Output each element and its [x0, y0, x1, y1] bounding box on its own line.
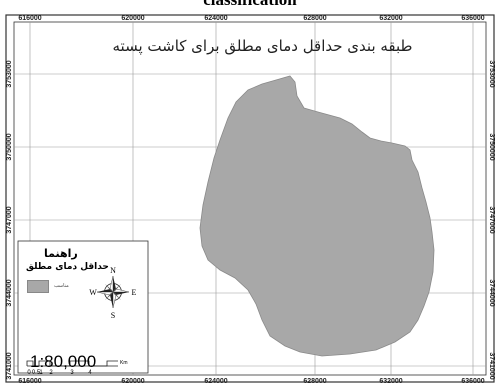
scale-label-3: 3 — [70, 370, 74, 376]
south-label: S — [111, 311, 115, 320]
x-tick-bottom-636000: 636000 — [461, 378, 484, 385]
legend-title: راهنما — [44, 247, 78, 260]
x-tick-top-624000: 624000 — [204, 15, 227, 22]
figure-caption: classification — [0, 0, 500, 8]
x-ticks-top: 616000 620000 624000 628000 632000 636000 — [18, 15, 484, 22]
y-tick-right-3741000: 3741000 — [488, 352, 495, 379]
suitable-region — [199, 75, 435, 357]
map-title: طبقه بندی حداقل دمای مطلق برای کاشت پسته — [112, 37, 413, 55]
x-tick-top-628000: 628000 — [303, 15, 326, 22]
scale-label-2: 2 — [49, 370, 53, 376]
east-label: E — [132, 288, 137, 297]
legend-box — [17, 240, 149, 374]
y-tick-right-3744000: 3744000 — [488, 279, 495, 306]
map-frame-inner — [13, 21, 487, 376]
y-ticks-right: 3753000 3750000 3747000 3744000 3741000 — [488, 60, 495, 379]
x-tick-bottom-632000: 632000 — [379, 378, 402, 385]
scale-unit: Km — [120, 360, 128, 366]
scale-label-1: 1 — [39, 370, 43, 376]
x-tick-bottom-624000: 624000 — [204, 378, 227, 385]
scale-label-0: 0 — [27, 370, 31, 376]
y-tick-left-3744000: 3744000 — [6, 279, 13, 306]
y-ticks-left: 3753000 3750000 3747000 3744000 3741000 — [6, 60, 13, 379]
y-tick-right-3750000: 3750000 — [488, 133, 495, 160]
legend-item: مناسب — [27, 279, 69, 293]
legend-subtitle: حداقل دمای مطلق — [26, 262, 109, 272]
y-tick-left-3741000: 3741000 — [6, 352, 13, 379]
map-frame-outer — [5, 14, 495, 383]
scale-ratio: 1:80,000 — [30, 352, 97, 371]
x-tick-top-616000: 616000 — [18, 15, 41, 22]
west-label: W — [89, 288, 97, 297]
scale-label-0.5: 0.5 — [32, 370, 41, 376]
y-tick-left-3747000: 3747000 — [6, 206, 13, 233]
legend-item-label: مناسب — [54, 283, 69, 289]
x-tick-top-620000: 620000 — [121, 15, 144, 22]
legend-swatch — [27, 279, 49, 293]
x-ticks-bottom: 616000 620000 624000 628000 632000 636000 — [18, 378, 484, 385]
north-arrow-icon: N S E W — [89, 266, 136, 320]
x-tick-top-632000: 632000 — [379, 15, 402, 22]
y-tick-left-3753000: 3753000 — [6, 60, 13, 87]
x-tick-bottom-628000: 628000 — [303, 378, 326, 385]
y-tick-right-3747000: 3747000 — [488, 206, 495, 233]
x-tick-bottom-620000: 620000 — [121, 378, 144, 385]
x-tick-bottom-616000: 616000 — [18, 378, 41, 385]
north-label: N — [110, 266, 116, 275]
y-tick-right-3753000: 3753000 — [488, 60, 495, 87]
scale-label-4: 4 — [88, 370, 92, 376]
scale-bar — [26, 360, 118, 367]
y-tick-left-3750000: 3750000 — [6, 133, 13, 160]
x-tick-top-636000: 636000 — [461, 15, 484, 22]
